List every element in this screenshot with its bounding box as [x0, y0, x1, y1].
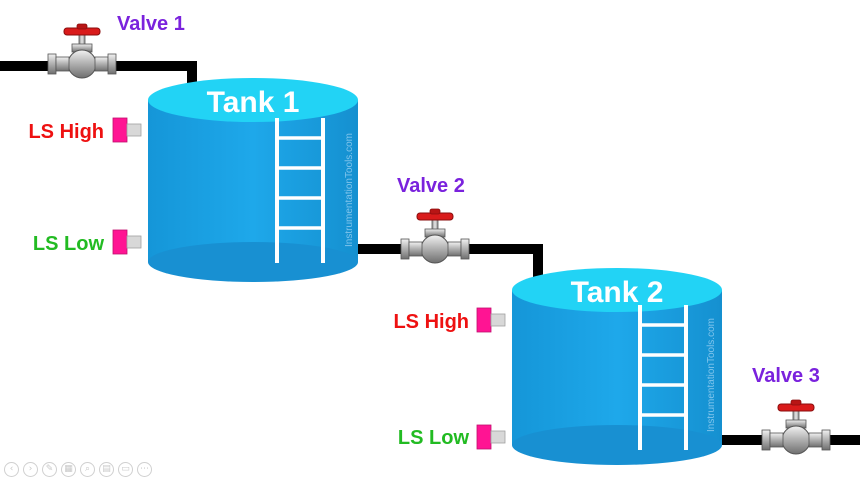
ls-low-sensor-icon — [112, 229, 142, 255]
subtitles-icon[interactable]: ▤ — [99, 462, 114, 477]
tank-2-ls-low: LS Low — [398, 424, 506, 450]
next-icon[interactable]: › — [23, 462, 38, 477]
tank-2-ls-high-label: LS High — [393, 311, 469, 333]
valve-1[interactable] — [47, 23, 117, 79]
camera-icon[interactable]: ▭ — [118, 462, 133, 477]
ls-high-sensor-icon — [476, 307, 506, 333]
ls-low-sensor-icon — [476, 424, 506, 450]
pen-icon[interactable]: ✎ — [42, 462, 57, 477]
tank-2: Tank 2 InstrumentationTools.com — [512, 268, 722, 465]
prev-icon[interactable]: ‹ — [4, 462, 19, 477]
tank-1-ls-low-label: LS Low — [33, 233, 105, 255]
tank-2-ls-low-label: LS Low — [398, 427, 470, 449]
tank-1-ls-low: LS Low — [33, 229, 142, 255]
valve-1-icon — [47, 23, 117, 79]
slideshow-toolbar: ‹ › ✎ ▦ ⌕ ▤ ▭ ⋯ — [4, 462, 152, 477]
valve-2-icon — [400, 208, 470, 264]
tank-1-watermark: InstrumentationTools.com — [344, 133, 355, 247]
tank-2-ls-high: LS High — [393, 307, 506, 333]
tank-2-watermark: InstrumentationTools.com — [706, 318, 717, 432]
tank-1-ls-high-label: LS High — [28, 121, 104, 143]
valve-2-label: Valve 2 — [397, 175, 465, 197]
valve-3[interactable] — [761, 399, 831, 455]
valve-2[interactable] — [400, 208, 470, 264]
valve-1-label: Valve 1 — [117, 13, 185, 35]
ls-high-sensor-icon — [112, 117, 142, 143]
tank-1-ls-high: LS High — [28, 117, 142, 143]
tank-1: Tank 1 InstrumentationTools.com — [148, 78, 358, 282]
valve-3-label: Valve 3 — [752, 365, 820, 387]
zoom-icon[interactable]: ⌕ — [80, 462, 95, 477]
tank-2-label: Tank 2 — [571, 276, 664, 309]
valve-3-icon — [761, 399, 831, 455]
tank-1-label: Tank 1 — [207, 86, 300, 119]
slides-icon[interactable]: ▦ — [61, 462, 76, 477]
more-icon[interactable]: ⋯ — [137, 462, 152, 477]
